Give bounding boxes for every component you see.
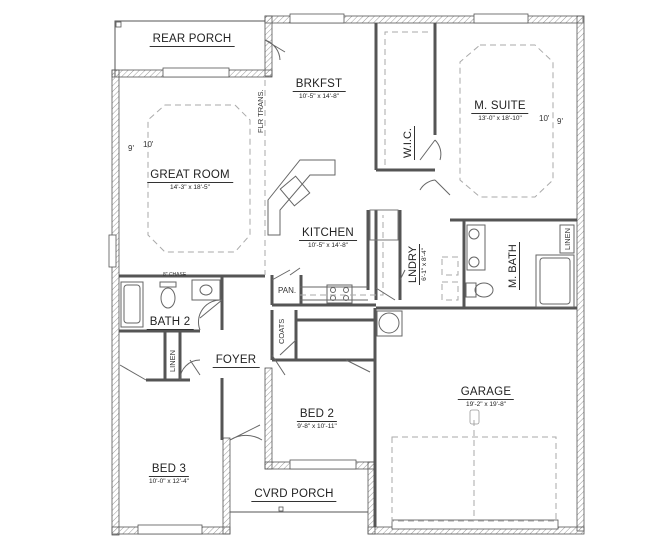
room-label-brkfst: BRKFST 10'-5" x 14'-8" bbox=[292, 74, 346, 100]
room-label-m-suite: M. SUITE 13'-0" x 18'-10" bbox=[471, 96, 529, 122]
bath2-fixtures bbox=[120, 279, 221, 328]
room-label-lndry: LNDRY 6'-1" x 8'-4" bbox=[407, 243, 428, 285]
rear-porch-outline bbox=[114, 20, 265, 77]
great-room-ceiling-high: 10' bbox=[143, 140, 154, 149]
kitchen-fridge-counter bbox=[369, 209, 399, 241]
interior-walls bbox=[119, 23, 577, 527]
room-label-rear-porch: REAR PORCH bbox=[149, 29, 235, 47]
great-room-ceiling-low: 9' bbox=[128, 144, 134, 153]
room-label-foyer: FOYER bbox=[212, 350, 260, 368]
room-label-garage: GARAGE 19'-2" x 19'-8" bbox=[457, 382, 515, 408]
windows bbox=[108, 13, 559, 535]
chase-label: 8" CHASE bbox=[163, 272, 187, 278]
utility-sink bbox=[376, 310, 403, 337]
flr-trans-label: FLR TRANS. bbox=[256, 89, 265, 133]
room-label-cvrd-porch: CVRD PORCH bbox=[251, 484, 337, 502]
room-label-bed-2: BED 2 9'-8" x 10'-11" bbox=[296, 408, 338, 430]
dashed-lines bbox=[147, 31, 557, 522]
pantry-label: PAN. bbox=[278, 286, 297, 295]
kitchen-cabinets bbox=[267, 159, 368, 304]
exterior-walls bbox=[111, 15, 585, 536]
garage-opener bbox=[469, 409, 480, 425]
room-label-bed-3: BED 3 10'-0" x 12'-4" bbox=[148, 463, 190, 485]
room-label-m-bath: M. BATH bbox=[507, 242, 520, 290]
coats-label: COATS bbox=[277, 318, 286, 344]
room-label-bath-2: BATH 2 bbox=[146, 312, 194, 330]
room-label-great-room: GREAT ROOM 14'-3" x 18'-5" bbox=[147, 165, 233, 191]
doors bbox=[119, 39, 451, 441]
m-suite-ceiling-low: 9' bbox=[557, 117, 563, 126]
room-label-kitchen: KITCHEN 10'-5" x 14'-8" bbox=[299, 223, 357, 249]
linen-mbath-label: LINEN bbox=[563, 227, 572, 250]
linen-hall-label: LINEN bbox=[168, 349, 177, 372]
mbath-fixtures bbox=[465, 224, 575, 308]
room-label-wic: W.I.C. bbox=[402, 126, 415, 160]
m-suite-ceiling-high: 10' bbox=[539, 114, 550, 123]
